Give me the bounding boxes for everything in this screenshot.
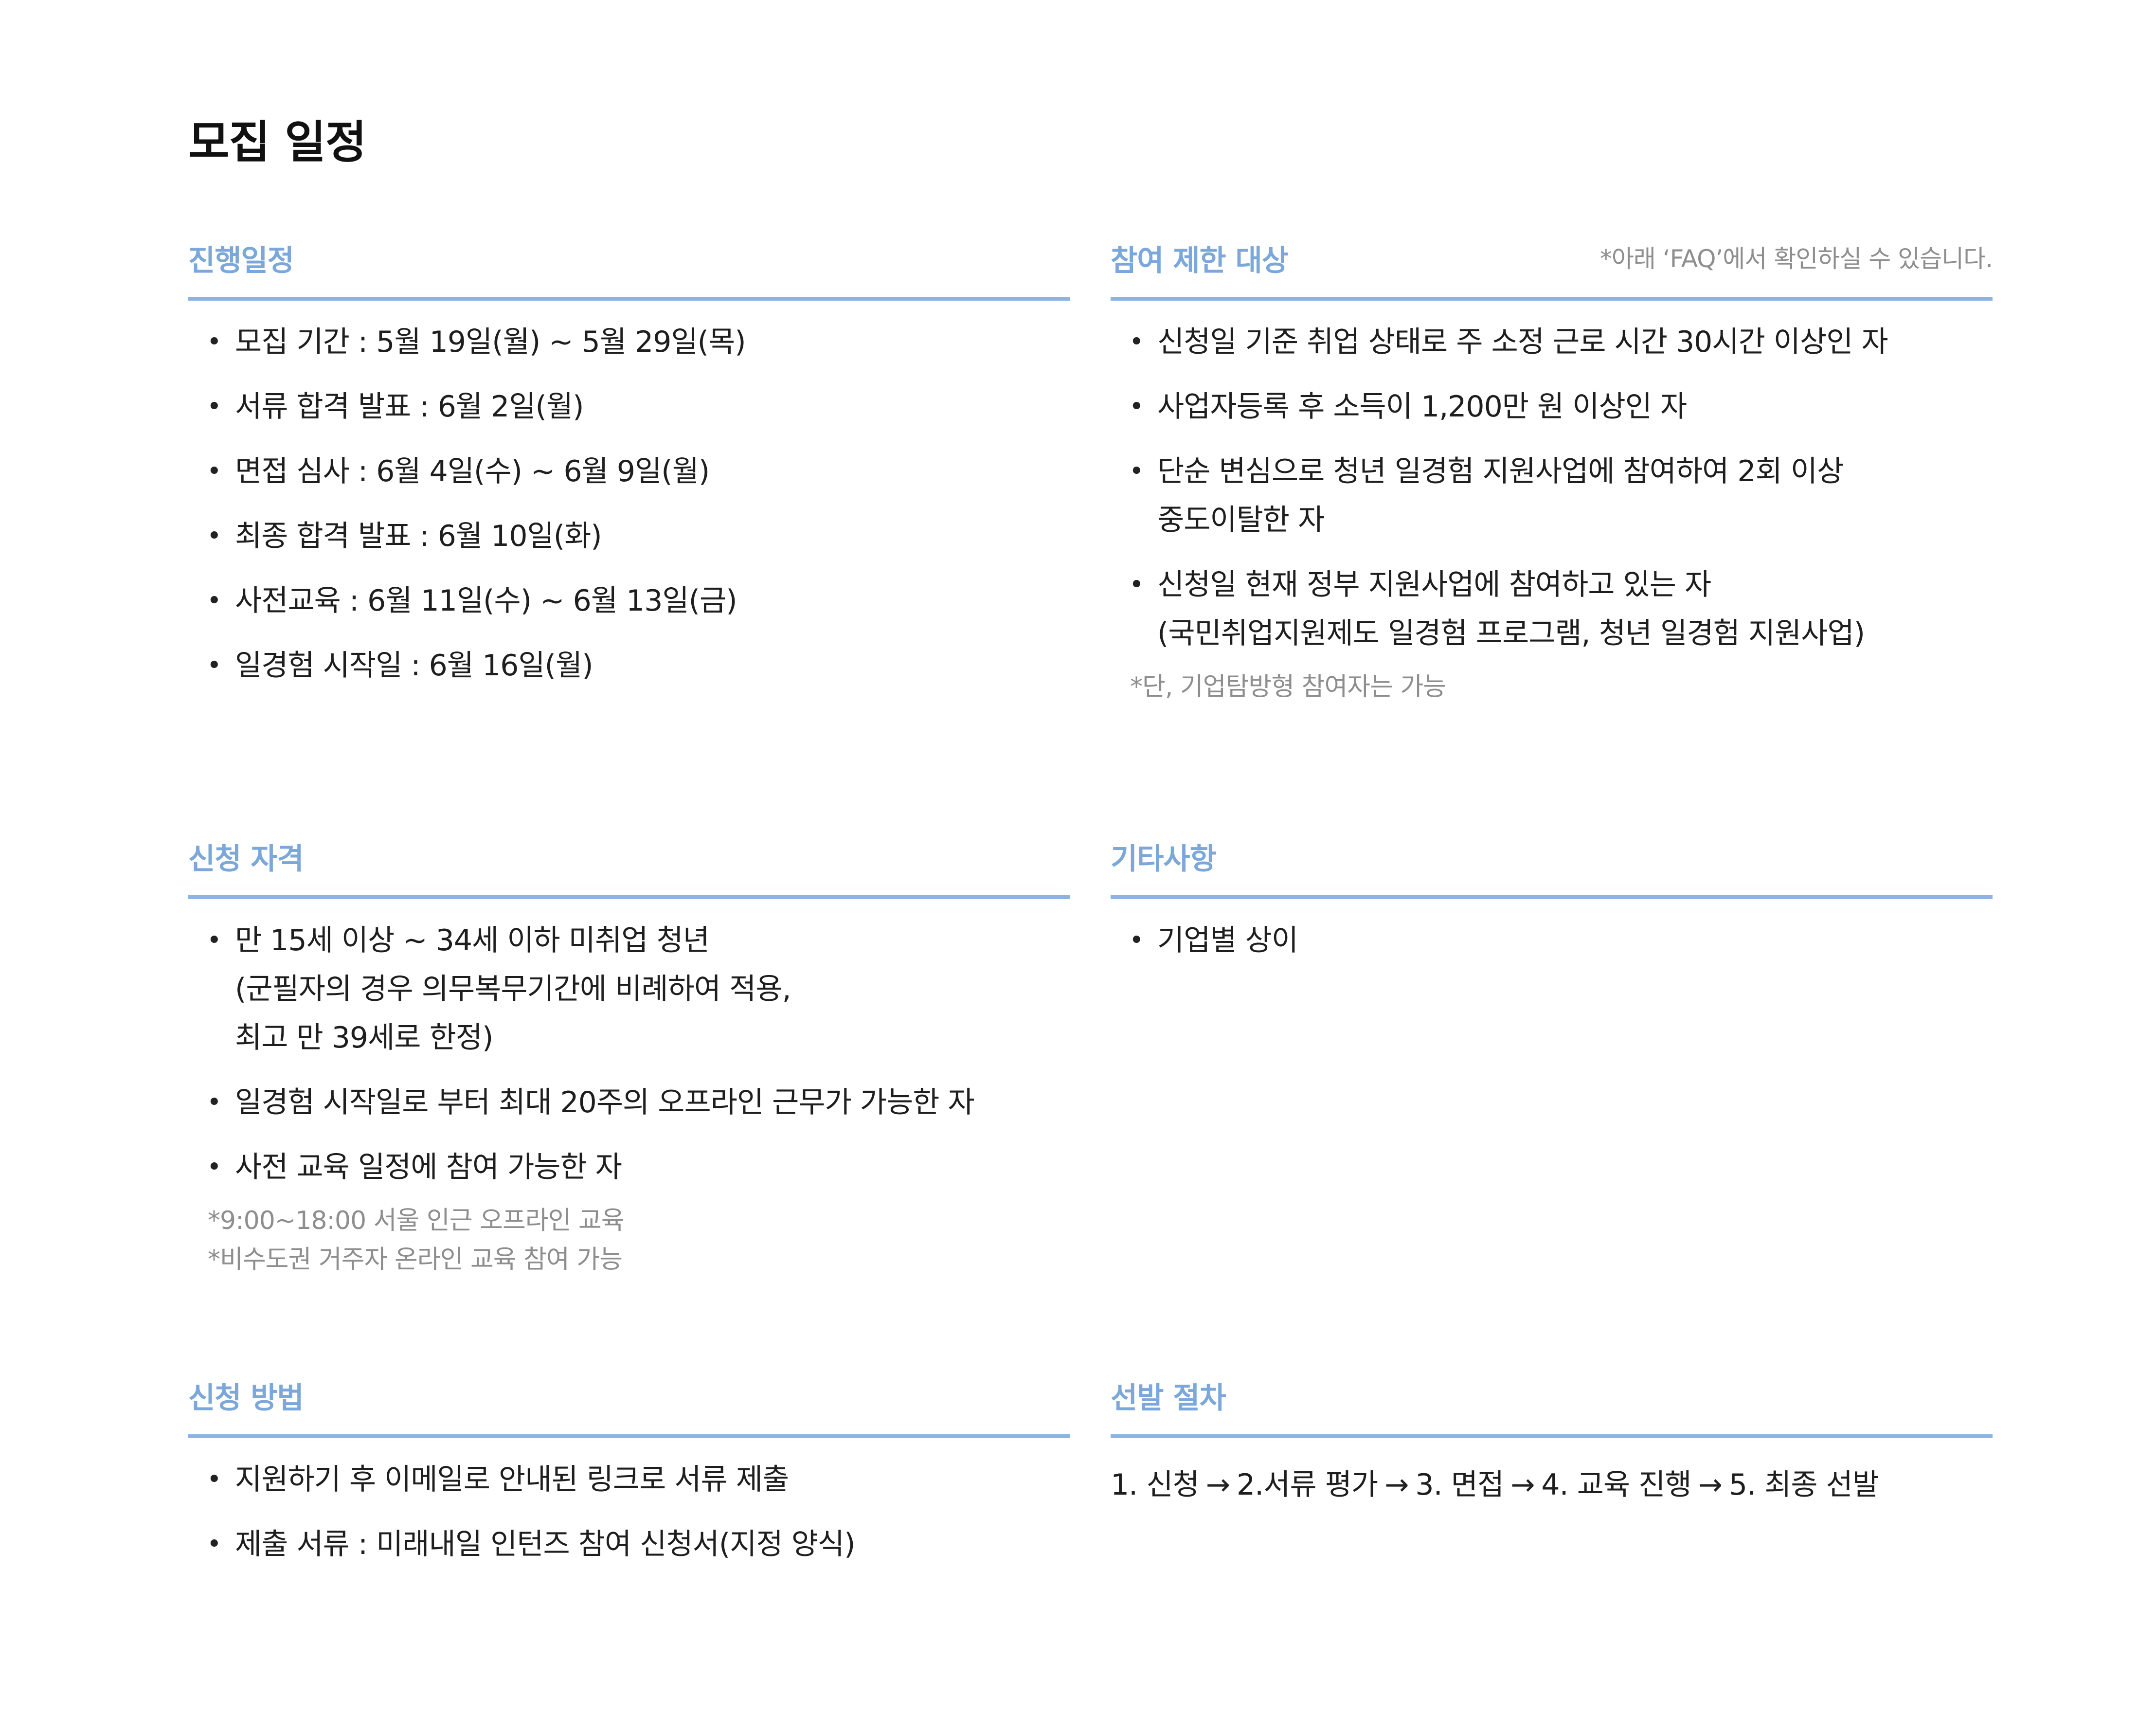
arrow-right-icon: → — [1698, 1468, 1723, 1502]
list-item: •면접 심사 : 6월 4일(수) ~ 6월 9일(월) — [188, 447, 1070, 496]
page-title: 모집 일정 — [188, 116, 367, 168]
bullet-icon: • — [1129, 926, 1144, 955]
arrow-right-icon: → — [1510, 1468, 1535, 1502]
eligibility-footnotes: *9:00~18:00 서울 인근 오프라인 교육 *비수도권 거주자 온라인 … — [188, 1201, 1070, 1279]
eligibility-section: 신청 자격 •만 15세 이상 ~ 34세 이하 미취업 청년(군필자의 경우 … — [188, 842, 1070, 1279]
bullet-icon: • — [207, 651, 222, 680]
list-item: •신청일 현재 정부 지원사업에 참여하고 있는 자(국민취업지원제도 일경험 … — [1111, 560, 1993, 658]
bullet-icon: • — [207, 327, 222, 357]
selection-steps: 1. 신청→2.서류 평가→3. 면접→4. 교육 진행→5. 최종 선발 — [1111, 1461, 1993, 1509]
method-section: 신청 방법 •지원하기 후 이메일로 안내된 링크로 서류 제출 •제출 서류 … — [188, 1381, 1070, 1569]
method-title: 신청 방법 — [188, 1381, 304, 1415]
schedule-section: 진행일정 •모집 기간 : 5월 19일(월) ~ 5월 29일(목) •서류 … — [188, 243, 1070, 690]
bullet-icon: • — [1129, 392, 1144, 421]
restrictions-title: 참여 제한 대상 — [1111, 244, 1289, 278]
bullet-icon: • — [207, 1153, 222, 1182]
restrictions-list: •신청일 기준 취업 상태로 주 소정 근로 시간 30시간 이상인 자 •사업… — [1111, 318, 1993, 658]
list-item: •일경험 시작일로 부터 최대 20주의 오프라인 근무가 가능한 자 — [188, 1078, 1070, 1127]
misc-list: •기업별 상이 — [1111, 916, 1993, 965]
bullet-icon: • — [207, 586, 222, 615]
step-item: 3. 면접 — [1415, 1468, 1504, 1502]
arrow-right-icon: → — [1205, 1468, 1230, 1502]
restrictions-footnotes: *단, 기업탐방형 참여자는 가능 — [1111, 668, 1993, 706]
bullet-icon: • — [207, 1465, 222, 1494]
footnote: *단, 기업탐방형 참여자는 가능 — [1130, 672, 1446, 702]
footnote: *비수도권 거주자 온라인 교육 참여 가능 — [208, 1245, 623, 1274]
list-item: •신청일 기준 취업 상태로 주 소정 근로 시간 30시간 이상인 자 — [1111, 318, 1993, 366]
list-item: •사전 교육 일정에 참여 가능한 자 — [188, 1143, 1070, 1192]
bullet-icon: • — [207, 1530, 222, 1559]
list-item: •서류 합격 발표 : 6월 2일(월) — [188, 382, 1070, 431]
list-item: •최종 합격 발표 : 6월 10일(화) — [188, 512, 1070, 560]
bullet-icon: • — [1129, 570, 1144, 599]
bullet-icon: • — [207, 1088, 222, 1117]
method-list: •지원하기 후 이메일로 안내된 링크로 서류 제출 •제출 서류 : 미래내일… — [188, 1455, 1070, 1569]
schedule-header: 진행일정 — [188, 243, 1070, 301]
list-item: •사업자등록 후 소득이 1,200만 원 이상인 자 — [1111, 382, 1993, 431]
arrow-right-icon: → — [1384, 1468, 1409, 1502]
restrictions-section: 참여 제한 대상 *아래 ‘FAQ’에서 확인하실 수 있습니다. •신청일 기… — [1111, 243, 1993, 706]
misc-section: 기타사항 •기업별 상이 — [1111, 842, 1993, 965]
selection-title: 선발 절차 — [1111, 1381, 1226, 1415]
misc-header: 기타사항 — [1111, 842, 1993, 899]
list-item: •모집 기간 : 5월 19일(월) ~ 5월 29일(목) — [188, 318, 1070, 366]
step-item: 5. 최종 선발 — [1728, 1468, 1879, 1502]
schedule-list: •모집 기간 : 5월 19일(월) ~ 5월 29일(목) •서류 합격 발표… — [188, 318, 1070, 690]
list-item: •기업별 상이 — [1111, 916, 1993, 965]
selection-section: 선발 절차 1. 신청→2.서류 평가→3. 면접→4. 교육 진행→5. 최종… — [1111, 1381, 1993, 1509]
footnote: *9:00~18:00 서울 인근 오프라인 교육 — [208, 1206, 625, 1235]
list-item: •일경험 시작일 : 6월 16일(월) — [188, 641, 1070, 690]
misc-title: 기타사항 — [1111, 842, 1217, 876]
bullet-icon: • — [207, 392, 222, 421]
selection-header: 선발 절차 — [1111, 1381, 1993, 1438]
bullet-icon: • — [1129, 457, 1144, 486]
list-item: •사전교육 : 6월 11일(수) ~ 6월 13일(금) — [188, 577, 1070, 625]
faq-note: *아래 ‘FAQ’에서 확인하실 수 있습니다. — [1599, 245, 1993, 273]
restrictions-header: 참여 제한 대상 *아래 ‘FAQ’에서 확인하실 수 있습니다. — [1111, 243, 1993, 301]
eligibility-list: •만 15세 이상 ~ 34세 이하 미취업 청년(군필자의 경우 의무복무기간… — [188, 916, 1070, 1192]
eligibility-header: 신청 자격 — [188, 842, 1070, 899]
step-item: 2.서류 평가 — [1237, 1468, 1378, 1502]
list-item: •만 15세 이상 ~ 34세 이하 미취업 청년(군필자의 경우 의무복무기간… — [188, 916, 1070, 1062]
list-item: •지원하기 후 이메일로 안내된 링크로 서류 제출 — [188, 1455, 1070, 1504]
step-item: 1. 신청 — [1111, 1468, 1200, 1502]
list-item: •제출 서류 : 미래내일 인턴즈 참여 신청서(지정 양식) — [188, 1520, 1070, 1569]
bullet-icon: • — [207, 522, 222, 551]
step-item: 4. 교육 진행 — [1541, 1468, 1691, 1502]
schedule-title: 진행일정 — [188, 244, 294, 278]
bullet-icon: • — [207, 926, 222, 955]
eligibility-title: 신청 자격 — [188, 842, 304, 876]
bullet-icon: • — [1129, 327, 1144, 357]
method-header: 신청 방법 — [188, 1381, 1070, 1438]
bullet-icon: • — [207, 457, 222, 486]
